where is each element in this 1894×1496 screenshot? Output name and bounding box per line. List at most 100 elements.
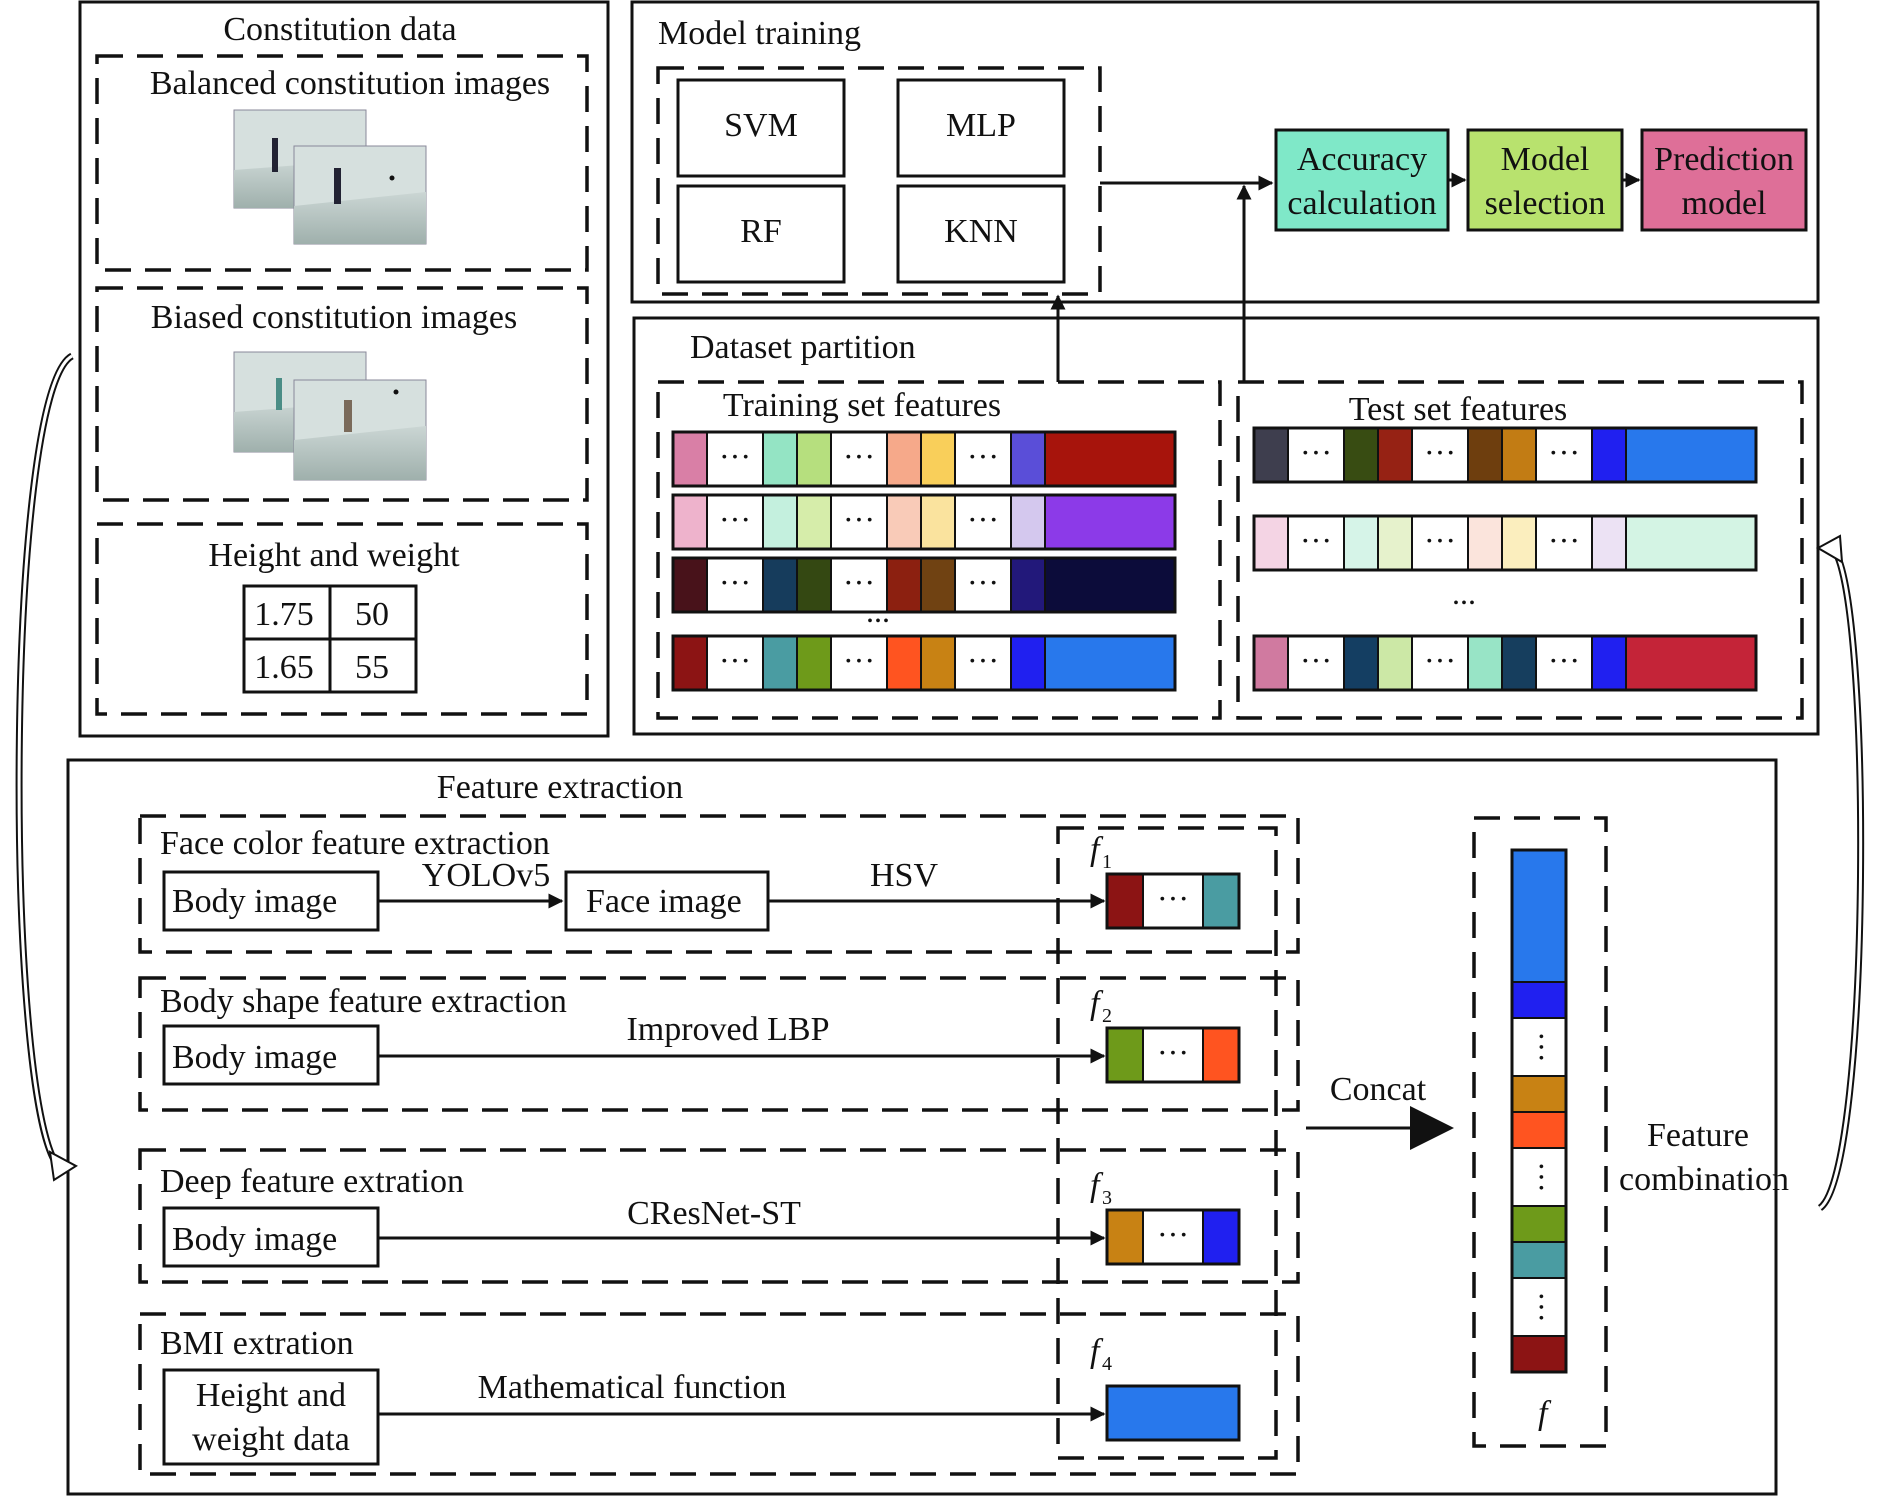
training-feature-row: ·········: [671, 493, 1177, 551]
table-cell: 55: [355, 649, 389, 686]
height-weight-data-line2: weight data: [192, 1421, 350, 1458]
feature-cell: [1253, 635, 1289, 691]
feature-cell: [1501, 427, 1537, 483]
svg-text:1: 1: [1102, 851, 1112, 873]
table-cell: 1.65: [254, 649, 314, 686]
feature-cell: [886, 494, 922, 550]
bmi-group: [138, 1312, 1300, 1476]
ellipsis-cell: [706, 557, 764, 613]
feature-row-frame: [1252, 426, 1758, 484]
feature-cell: [796, 431, 832, 487]
feature-cell: [886, 557, 922, 613]
feature-cell: [920, 635, 956, 691]
combined-feature-cell: [1511, 849, 1567, 983]
ellipsis-text: ···: [843, 501, 875, 537]
feature-cell: [920, 557, 956, 613]
svg-text:2: 2: [1102, 1005, 1112, 1027]
body-image-label-3: Body image: [172, 1221, 337, 1258]
ellipsis-text: ···: [967, 642, 999, 678]
feature-cell-wide: [1105, 1384, 1241, 1442]
feature-cell: [1591, 427, 1627, 483]
feature-extraction-title: Feature extraction: [437, 769, 683, 806]
feature-cell-wide: [1044, 431, 1176, 487]
feature-cell: [1343, 427, 1379, 483]
svm-box: [676, 78, 846, 178]
feature-cell: [1010, 494, 1046, 550]
accuracy-calculation-label-line2: calculation: [1287, 185, 1436, 222]
feature-cell: [1010, 431, 1046, 487]
feature-cell: [672, 635, 708, 691]
combined-feature-cell: [1511, 981, 1567, 1019]
model-selection-label-line2: selection: [1485, 185, 1606, 222]
ellipsis-text: ···: [1548, 434, 1580, 470]
biased-image-thumbnails: [233, 351, 427, 481]
test-feature-rows: ···························: [1252, 426, 1758, 692]
ellipsis-text: ···: [1300, 434, 1332, 470]
combined-feature-frame: [1510, 848, 1568, 1374]
ellipsis-text: ···: [843, 438, 875, 474]
cresnet-label: CResNet-ST: [627, 1195, 801, 1232]
prediction-model-label-line2: model: [1682, 185, 1767, 222]
ellipsis-text: ···: [843, 642, 875, 678]
feature-cell: [1377, 635, 1413, 691]
feature-cell: [1202, 873, 1240, 929]
feature-cell-wide: [1044, 557, 1176, 613]
training-set-label: Training set features: [723, 387, 1001, 424]
ellipsis-text: ···: [843, 564, 875, 600]
ellipsis-text: ···: [1524, 1031, 1560, 1063]
face-color-title: Face color feature extraction: [160, 825, 550, 862]
ellipsis-text: ···: [1157, 1216, 1189, 1252]
combination-to-partition-curve: [1815, 534, 1865, 1211]
feature-cell: [796, 494, 832, 550]
extracted-feature-vectors: ·········: [1105, 872, 1241, 1442]
feature-cell-wide: [1044, 635, 1176, 691]
prediction-model-label-line1: Prediction: [1654, 141, 1794, 178]
ellipsis-text: ···: [967, 564, 999, 600]
rf-box: [676, 184, 846, 284]
combined-feature-cell: [1511, 1205, 1567, 1243]
feature-cell: [886, 635, 922, 691]
training-rows-ellipsis: ...: [866, 593, 890, 629]
constitution-to-extraction-curve: [15, 352, 78, 1182]
combined-feature-group: [1472, 816, 1608, 1448]
feature-vectors-group: [1056, 826, 1278, 1460]
body-image-label-1: Body image: [172, 883, 337, 920]
concat-arrow-head: [1410, 1106, 1454, 1150]
training-feature-rows: ····································: [671, 430, 1177, 692]
training-feature-row: ·········: [671, 430, 1177, 488]
table-cell: 50: [355, 596, 389, 633]
balanced-image-thumbnails: [233, 109, 427, 245]
feature-row-frame: [671, 493, 1177, 551]
model-selection-box: [1466, 128, 1624, 232]
feature-combination-label-line2: combination: [1619, 1161, 1789, 1198]
model-selection-label-line1: Model: [1501, 141, 1590, 178]
dataset-partition-panel: Dataset partition Training set features …: [632, 184, 1820, 736]
combined-feature-cell: [1511, 1075, 1567, 1113]
ellipsis-text: ···: [1424, 642, 1456, 678]
knn-box: [896, 184, 1066, 284]
feature-cell: [762, 431, 798, 487]
feature-cell: [1377, 427, 1413, 483]
mlp-box: [896, 78, 1066, 178]
feature-cell: [1253, 427, 1289, 483]
feature-cell: [1591, 515, 1627, 571]
accuracy-calculation-label-line1: Accuracy: [1297, 141, 1427, 178]
feature-cell: [1106, 1209, 1144, 1265]
feature-cell: [1501, 635, 1537, 691]
biased-images-group: [95, 286, 589, 502]
constitution-panel-frame: [78, 0, 610, 738]
feature-cell: [1467, 515, 1503, 571]
feature-cell: [1467, 427, 1503, 483]
training-set-group: [656, 380, 1222, 720]
bmi-title: BMI extration: [160, 1325, 354, 1362]
combined-feature-vector: ·········: [1510, 848, 1568, 1374]
feature-vector-frame: [1105, 1208, 1241, 1266]
feature-extraction-panel: Feature extraction Face color feature ex…: [66, 758, 1789, 1496]
biased-images-label: Biased constitution images: [151, 299, 517, 336]
feature-cell: [672, 494, 708, 550]
test-feature-row: ·········: [1252, 514, 1758, 572]
biased-image-front: [293, 379, 427, 481]
